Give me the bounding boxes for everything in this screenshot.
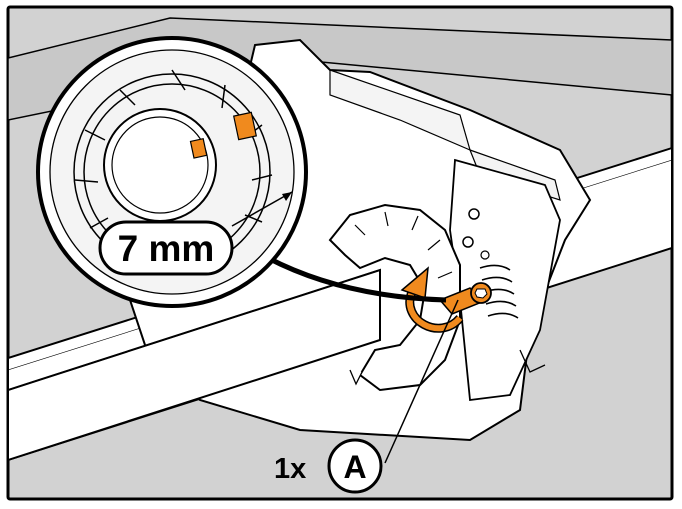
screw — [438, 282, 492, 315]
clamp-ring — [328, 203, 461, 392]
marker-inner — [189, 138, 208, 159]
curved-arrow-icon — [400, 266, 464, 333]
leader-line — [384, 299, 459, 464]
quantity-text: 1x — [274, 453, 306, 485]
dimension-line — [231, 191, 293, 227]
zoom-connector — [266, 255, 447, 303]
measurement-label: 7 mm — [98, 220, 234, 276]
part-letter-text: A — [343, 449, 366, 485]
marker-outer — [232, 111, 258, 141]
measurement-text: 7 mm — [118, 228, 215, 269]
spring — [479, 264, 519, 319]
part-letter-circle — [327, 438, 383, 494]
part-callout: 1x A — [274, 438, 383, 494]
